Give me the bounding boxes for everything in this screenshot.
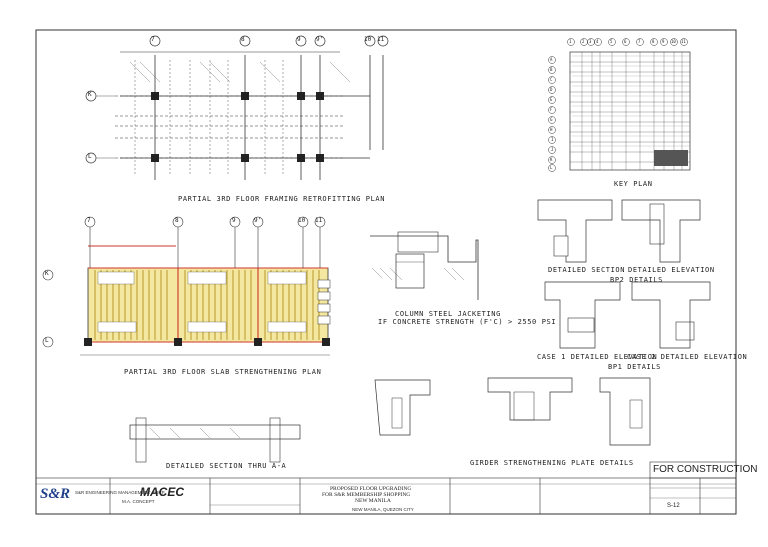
key-col-label: 1 (569, 39, 572, 44)
grid-label-k: K (88, 91, 92, 98)
key-col-label: 3 (589, 39, 592, 44)
title-block-lines (35, 461, 737, 515)
bp1-details-label: BP1 DETAILS (608, 363, 661, 371)
case2-title: CASE 2 DETAILED ELEVATION (627, 353, 748, 361)
contractor-logo: MACEC (140, 485, 184, 499)
key-row-label: J (551, 147, 554, 152)
key-row-label: E (550, 97, 553, 102)
girder-plate-details (374, 377, 651, 446)
key-row-label: B (550, 67, 553, 72)
key-plan-title: KEY PLAN (614, 180, 653, 188)
slab-grid-k: K (45, 270, 49, 277)
key-col-label: 5 (610, 39, 613, 44)
key-row-label: C (550, 77, 553, 82)
grid-label-8: 8 (241, 36, 245, 43)
grid-label-11: 11 (377, 36, 385, 43)
slab-plan-title: PARTIAL 3RD FLOOR SLAB STRENGTHENING PLA… (124, 368, 322, 376)
grid-label-l: L (88, 153, 92, 160)
slab-plan (42, 216, 331, 356)
column-jacket-detail (370, 231, 479, 300)
grid-label-9: 9 (297, 36, 301, 43)
slab-grid-7: 7 (87, 217, 91, 224)
project-line-1: PROPOSED FLOOR UPGRADING (330, 486, 412, 492)
framing-plan (85, 35, 389, 180)
bp1-details (544, 281, 711, 349)
grid-label-10: 10 (364, 36, 372, 43)
key-row-label: G (550, 117, 553, 122)
key-col-label: 11 (681, 39, 686, 44)
slab-grid-l: L (45, 337, 49, 344)
key-row-label: L (550, 165, 553, 170)
key-row-label: K (550, 157, 553, 162)
key-row-label: F (550, 107, 553, 112)
grid-label-7: 7 (151, 36, 155, 43)
case1-title: CASE 1 DETAILED ELEVATION (537, 353, 658, 361)
slab-grid-9p: 9' (254, 217, 262, 224)
section-aa (129, 417, 301, 463)
key-plan (548, 38, 691, 172)
key-row-label: I (551, 137, 554, 142)
key-col-label: 2 (582, 39, 585, 44)
key-col-label: 10 (671, 39, 676, 44)
key-col-label: 9 (662, 39, 665, 44)
slab-grid-10: 10 (298, 217, 306, 224)
key-col-label: 7 (638, 39, 641, 44)
slab-grid-11: 11 (315, 217, 323, 224)
key-row-label: A (550, 57, 553, 62)
column-jacket-title: COLUMN STEEL JACKETING (395, 310, 501, 318)
project-location: NEW MANILA, QUEZON CITY (352, 507, 414, 512)
consultant-logo: S&R (40, 486, 71, 502)
bp2-details (537, 199, 701, 263)
consultant-name: S&R ENGINEERING MANAGEMENT CORP. (75, 490, 166, 495)
key-col-label: 4 (596, 39, 599, 44)
contractor-name: M.A. CONCEPT (122, 499, 155, 504)
slab-grid-9: 9 (232, 217, 236, 224)
project-line-3: NEW MANILA (355, 498, 391, 504)
project-line-2: FOR S&R MEMBERSHIP SHOPPING (322, 492, 411, 498)
for-construction-stamp: FOR CONSTRUCTION (653, 464, 758, 475)
key-col-label: 8 (652, 39, 655, 44)
bp2-detailed-elevation-title: DETAILED ELEVATION (628, 266, 715, 274)
section-aa-title: DETAILED SECTION THRU A-A (166, 462, 287, 470)
grid-label-9p: 9' (316, 36, 324, 43)
bp2-detailed-section-title: DETAILED SECTION (548, 266, 626, 274)
key-col-label: 6 (624, 39, 627, 44)
slab-grid-8: 8 (175, 217, 179, 224)
sheet-number: S-12 (667, 503, 680, 509)
key-row-label: D (550, 87, 553, 92)
bp2-details-label: BP2 DETAILS (610, 276, 663, 284)
framing-plan-title: PARTIAL 3RD FLOOR FRAMING RETROFITTING P… (178, 195, 386, 203)
column-jacket-subtitle: IF CONCRETE STRENGTH (F'C) > 2550 PSI (378, 318, 557, 326)
key-row-label: H (550, 127, 553, 132)
girder-plate-title: GIRDER STRENGTHENING PLATE DETAILS (470, 459, 634, 467)
